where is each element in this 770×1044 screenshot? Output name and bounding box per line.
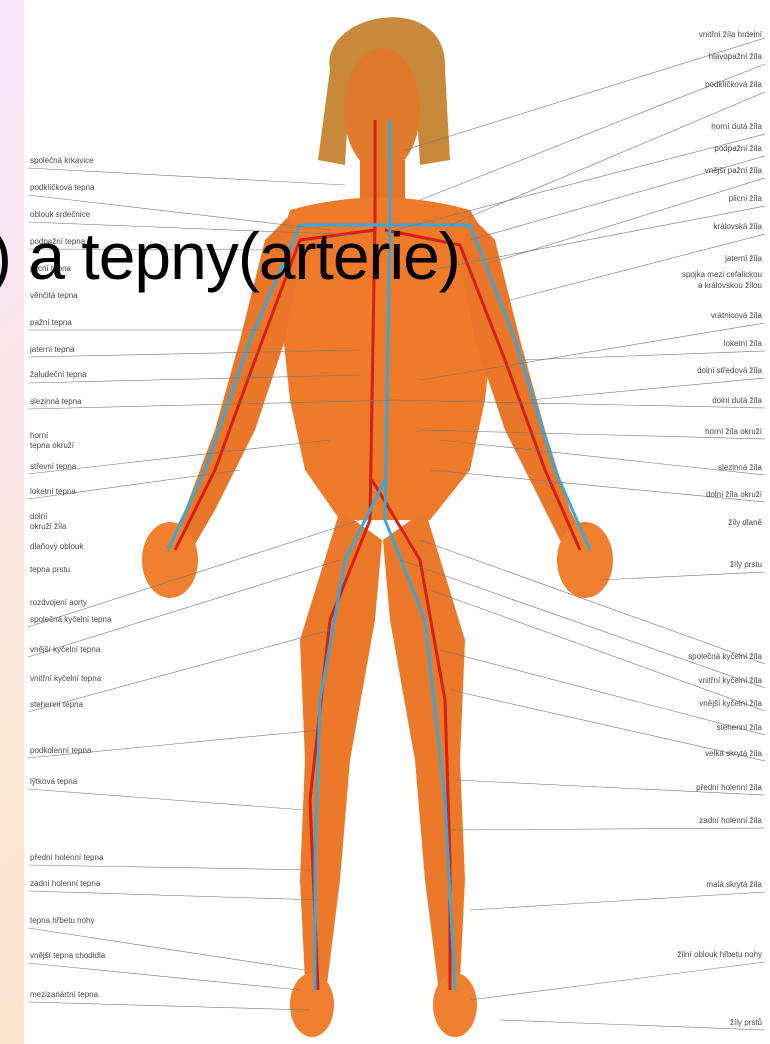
vein-label: přední holenní žíla xyxy=(696,783,762,792)
vein-label: královská žíla xyxy=(714,222,762,231)
vein-label: vrátnicová žíla xyxy=(711,311,762,320)
artery-label: vnější kyčelní tepna xyxy=(30,645,100,654)
vein-label: spojka mezi cefalickou xyxy=(682,270,762,279)
vein-label: plicní žíla xyxy=(729,194,762,203)
artery-label: jaterní tepna xyxy=(30,345,74,354)
artery-label: loketní tepna xyxy=(30,487,76,496)
vein-label: a královskou žílou xyxy=(698,281,762,290)
artery-label: tepna hřbetu nohy xyxy=(30,916,95,925)
vein-label: dolní dutá žíla xyxy=(712,396,762,405)
vein-label: dolní středová žíla xyxy=(697,366,762,375)
artery-label: horní xyxy=(30,431,48,440)
vein-label: podklíčková žíla xyxy=(705,80,762,89)
vein-label: společná kyčelní žíla xyxy=(688,652,762,661)
vein-label: vnitřní žíla hrdelní xyxy=(699,30,762,39)
slide-title: ) a tepny(arterie) xyxy=(0,218,460,294)
vein-label: žíly prstů xyxy=(730,1018,762,1027)
vein-label: žíly dlaně xyxy=(728,518,762,527)
vein-label: vnitřní kyčelní žíla xyxy=(698,676,762,685)
artery-label: zadní holenní tepna xyxy=(30,879,100,888)
vein-label: hlavopažní žíla xyxy=(709,52,762,61)
artery-label: tepna prstu xyxy=(30,565,70,574)
artery-label: podklíčková tepna xyxy=(30,183,95,192)
artery-label: střevní tepna xyxy=(30,462,76,471)
vein-label: žilní oblouk hřbetu nohy xyxy=(678,950,763,959)
artery-label: slezinná tepna xyxy=(30,397,82,406)
artery-label: dolní xyxy=(30,512,47,521)
vein-label: horní dutá žíla xyxy=(711,122,762,131)
vein-label: stehenní žíla xyxy=(717,723,762,732)
vein-label: slezinná žíla xyxy=(718,463,762,472)
artery-label: dlaňový oblouk xyxy=(30,542,83,551)
vein-label: malá skrytá žíla xyxy=(706,880,762,889)
artery-label: lýtková tepna xyxy=(30,777,77,786)
artery-label: mezizanártní tepna xyxy=(30,990,98,999)
artery-label: vnější tepna chodidla xyxy=(30,951,105,960)
vein-label: vnější pažní žíla xyxy=(705,166,762,175)
vein-label: loketní žíla xyxy=(724,339,762,348)
vein-label: vnější kyčelní žíla xyxy=(699,699,762,708)
artery-label: společná kyčelní tepna xyxy=(30,615,111,624)
artery-label: společná krkavice xyxy=(30,156,94,165)
vein-label: horní žíla okruží xyxy=(705,427,762,436)
artery-label: přední holenní tepna xyxy=(30,853,103,862)
artery-label: tepna okruží xyxy=(30,441,74,450)
vein-label: velká skrytá žíla xyxy=(705,749,762,758)
vein-label: podpažní žíla xyxy=(714,144,762,153)
artery-label: okruží žíla xyxy=(30,522,66,531)
artery-label: podkolenní tepna xyxy=(30,746,91,755)
artery-label: rozdvojení aorty xyxy=(30,598,87,607)
vein-label: jaterní žíla xyxy=(725,254,762,263)
artery-label: stehenní tepna xyxy=(30,700,83,709)
artery-label: pažní tepna xyxy=(30,318,72,327)
artery-label: vnitřní kyčelní tepna xyxy=(30,674,101,683)
vein-label: žíly prstu xyxy=(730,560,762,569)
vein-label: dolní žíla okruží xyxy=(706,490,762,499)
vein-label: zadní holenní žíla xyxy=(699,816,762,825)
artery-label: žaludeční tepna xyxy=(30,370,87,379)
